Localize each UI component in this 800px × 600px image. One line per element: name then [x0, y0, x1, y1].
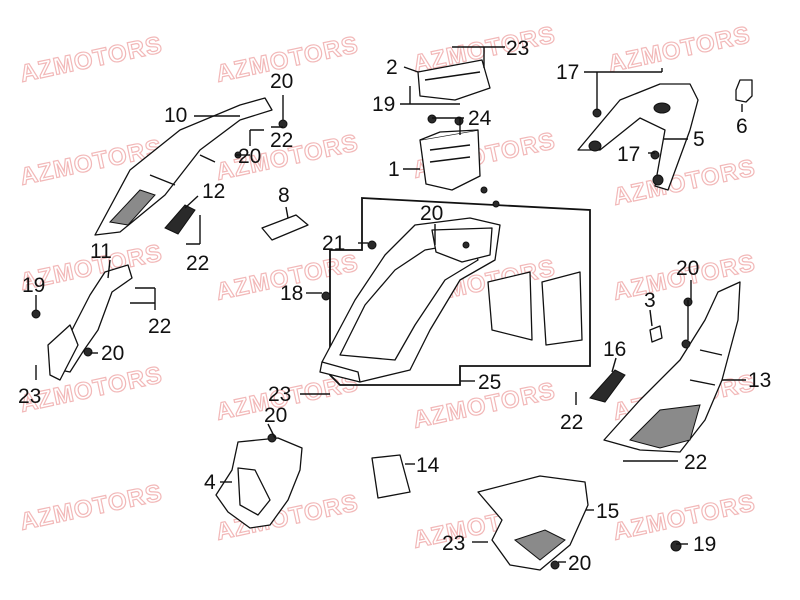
callout-14: 14	[416, 454, 440, 477]
part-grab-rail	[577, 83, 699, 191]
callout-19: 19	[22, 274, 45, 297]
callout-19: 19	[372, 93, 395, 116]
part-battery-box	[419, 129, 481, 191]
part-left-body-cover	[94, 97, 273, 236]
callout-21: 21	[322, 232, 345, 255]
part-cap	[261, 214, 309, 241]
callout-25: 25	[478, 371, 501, 394]
callout-13: 13	[748, 369, 771, 392]
part-plate-bracket	[371, 454, 411, 499]
callout-17: 17	[617, 143, 640, 166]
callout-5: 5	[693, 128, 705, 151]
fastener-layer	[31, 108, 693, 570]
callout-22: 22	[270, 129, 293, 152]
callout-20: 20	[101, 342, 124, 365]
callout-23: 23	[18, 385, 41, 408]
callout-20: 20	[420, 202, 443, 225]
callout-22: 22	[560, 411, 583, 434]
callout-layer: 23 2 19 24 1 17 6 5 17 20 10 22 20 12 22…	[18, 37, 771, 575]
callout-22: 22	[684, 451, 707, 474]
leader-lines	[35, 46, 746, 563]
callout-2: 2	[386, 56, 398, 79]
part-front-lower-cover	[477, 475, 589, 571]
part-battery-cover	[417, 59, 491, 101]
seat-assembly-frame	[329, 197, 591, 386]
callout-15: 15	[596, 500, 619, 523]
part-clip	[649, 325, 663, 343]
callout-10: 10	[164, 104, 187, 127]
callout-22: 22	[148, 315, 171, 338]
callout-8: 8	[278, 184, 290, 207]
callout-17: 17	[556, 61, 579, 84]
callout-12: 12	[202, 180, 225, 203]
callout-3: 3	[644, 289, 656, 312]
callout-20: 20	[270, 70, 293, 93]
callout-6: 6	[736, 115, 748, 138]
watermark-text: AZMOTORS	[606, 21, 753, 78]
callout-16: 16	[603, 338, 626, 361]
callout-20: 20	[238, 145, 261, 168]
callout-20: 20	[676, 257, 699, 280]
callout-23: 23	[506, 37, 529, 60]
callout-1: 1	[388, 158, 400, 181]
part-seat	[319, 217, 501, 383]
callout-24: 24	[468, 107, 492, 130]
callout-18: 18	[280, 282, 303, 305]
callout-4: 4	[204, 471, 216, 494]
part-rear-fender	[215, 437, 303, 529]
callout-22: 22	[186, 252, 209, 275]
callout-19: 19	[693, 533, 716, 556]
callout-20: 20	[264, 404, 287, 427]
part-right-body-cover	[603, 281, 741, 453]
watermark-text: AZMOTORS	[611, 489, 758, 546]
watermark-text: AZMOTORS	[18, 479, 165, 536]
part-bracket	[735, 79, 753, 103]
callout-23: 23	[268, 383, 291, 406]
callout-23: 23	[442, 532, 465, 555]
callout-11: 11	[90, 240, 112, 263]
watermark-text: AZMOTORS	[18, 31, 165, 88]
callout-20: 20	[568, 552, 591, 575]
part-side-panel	[47, 264, 133, 381]
part-reflector	[589, 369, 626, 403]
part-small-bracket	[164, 204, 196, 235]
part-seat-flaps	[487, 271, 583, 346]
